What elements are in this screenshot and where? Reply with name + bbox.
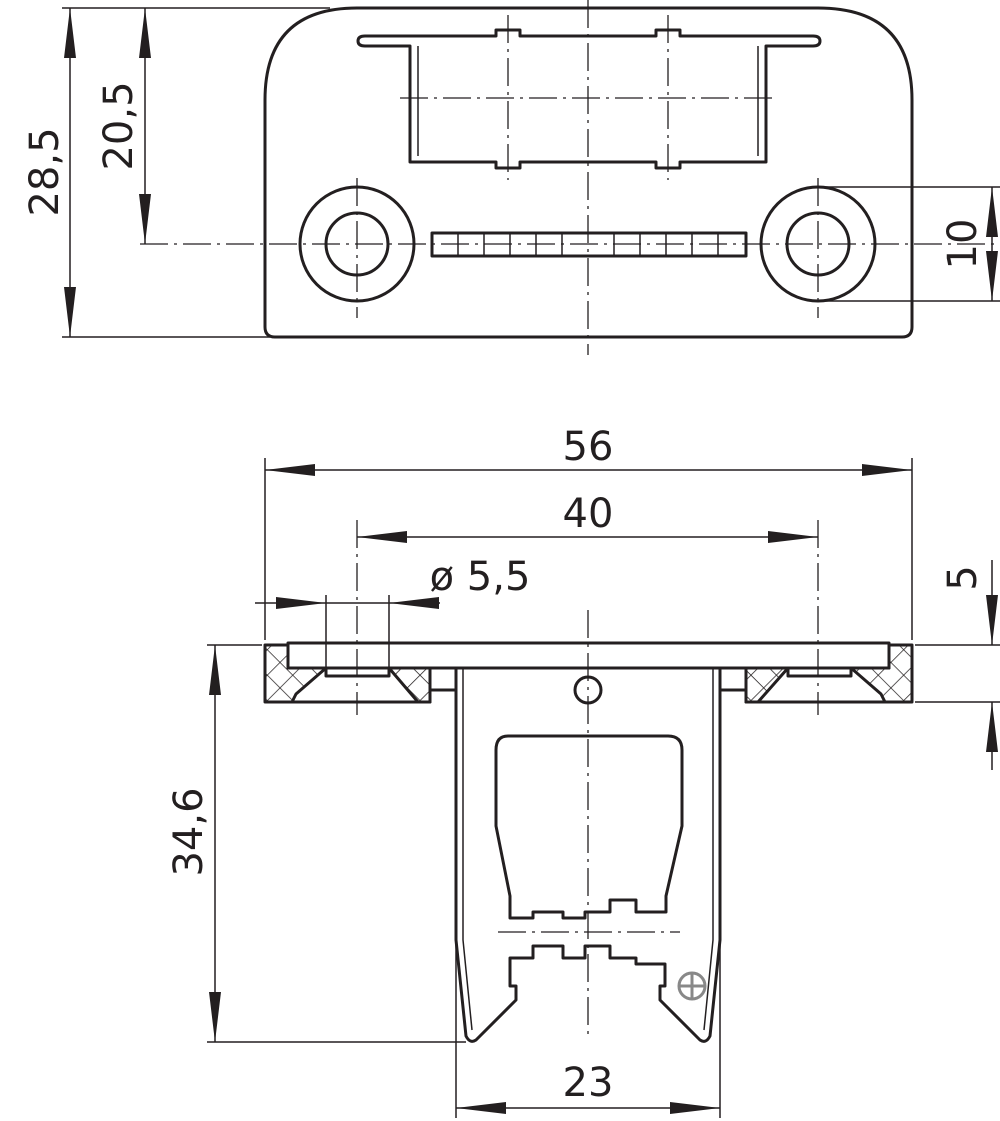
dim-label-10: 10 [940, 219, 986, 270]
dim-label-20-5: 20,5 [96, 81, 142, 170]
dim-5: 5 [915, 560, 1000, 770]
left-hatched-seal [263, 643, 432, 704]
dim-label-23: 23 [563, 1060, 614, 1106]
plate-outline [263, 6, 914, 339]
dim-20-5: 20,5 [96, 8, 151, 244]
ground-symbol-icon [677, 971, 707, 1001]
dim-label-40: 40 [563, 491, 614, 537]
dim-56: 56 [264, 424, 913, 640]
right-hatched-seal [744, 643, 914, 704]
top-view [140, 0, 1000, 355]
body-outline [454, 668, 722, 1043]
upper-slot [356, 28, 822, 170]
dim-28-5: 28,5 [22, 7, 330, 338]
body-inner-edge [462, 668, 714, 1031]
dim-diameter-5-5: ø 5,5 [255, 554, 530, 668]
dim-23: 23 [455, 940, 721, 1118]
dim-label-5-5: ø 5,5 [430, 554, 531, 600]
dim-10: 10 [818, 186, 1000, 302]
dim-label-5: 5 [940, 565, 986, 590]
body-window [494, 734, 684, 920]
dim-label-34-6: 34,6 [166, 787, 212, 876]
dim-label-28-5: 28,5 [22, 127, 68, 216]
dim-label-56: 56 [563, 424, 614, 470]
dim-40: 40 [357, 491, 818, 543]
section-view [263, 520, 914, 1043]
dim-34-6: 34,6 [166, 644, 466, 1043]
